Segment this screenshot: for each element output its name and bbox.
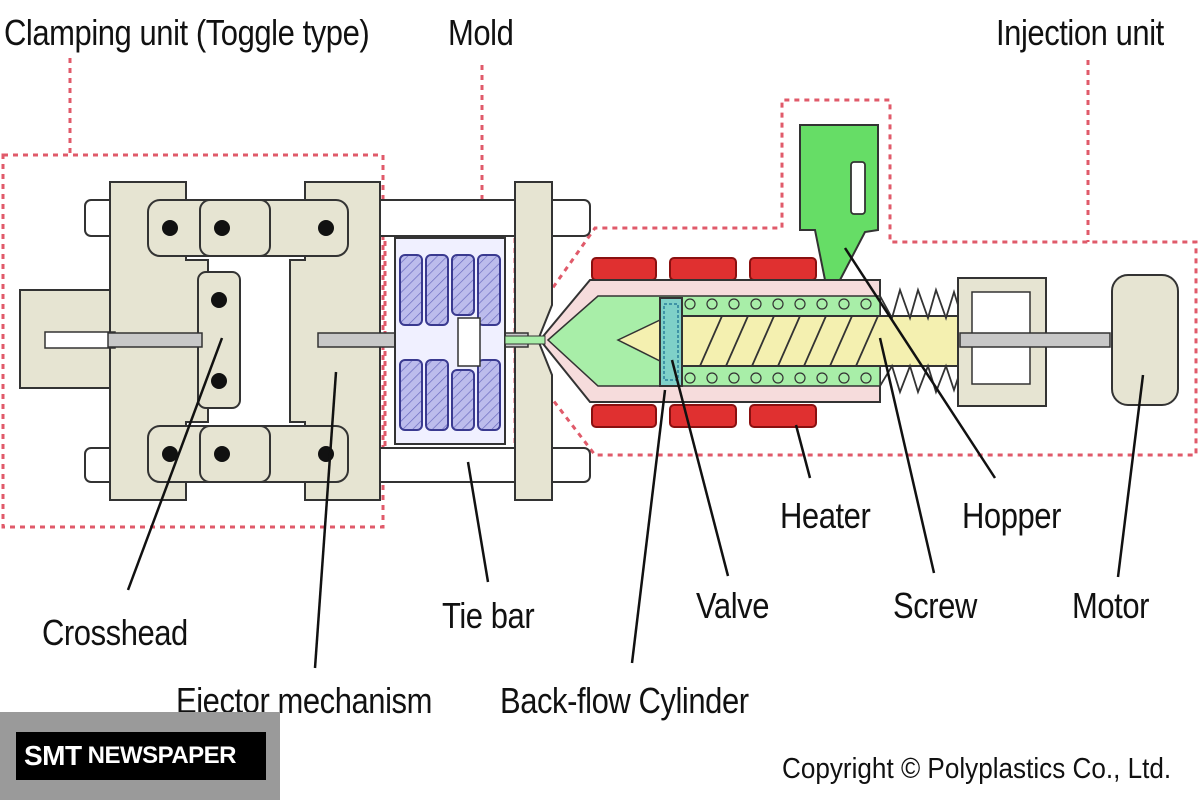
label-valve: Valve bbox=[696, 585, 770, 626]
clamp-rod bbox=[107, 332, 203, 348]
mold-halves bbox=[394, 237, 506, 445]
label-heater: Heater bbox=[780, 495, 871, 536]
hopper-body bbox=[799, 124, 879, 281]
leader-lines bbox=[126, 247, 1145, 669]
label-screw: Screw bbox=[893, 585, 977, 626]
drive-shaft bbox=[959, 332, 1111, 348]
label-tie-bar: Tie bar bbox=[442, 595, 535, 636]
screw-flights bbox=[699, 315, 879, 367]
rear-platen-opening bbox=[44, 331, 116, 349]
label-clamping-unit: Clamping unit (Toggle type) bbox=[4, 12, 370, 53]
watermark-panel: SMT NEWSPAPER bbox=[0, 712, 280, 800]
clamping-unit-boundary bbox=[1, 58, 385, 529]
label-mold: Mold bbox=[448, 12, 514, 53]
toggle-pins bbox=[162, 220, 334, 462]
label-injection-unit: Injection unit bbox=[996, 12, 1164, 53]
check-valve bbox=[659, 297, 683, 387]
motor-body bbox=[1111, 274, 1179, 406]
toggle-links bbox=[147, 199, 349, 483]
label-crosshead: Crosshead bbox=[42, 612, 188, 653]
label-hopper: Hopper bbox=[962, 495, 1061, 536]
heater-bands bbox=[591, 257, 817, 428]
screw-thread-outer bbox=[879, 287, 963, 395]
pellets bbox=[684, 298, 872, 384]
hopper-window bbox=[850, 161, 866, 215]
watermark-suffix: NEWSPAPER bbox=[87, 742, 237, 769]
label-back-flow-cylinder: Back-flow Cylinder bbox=[500, 680, 749, 721]
injection-unit-boundary bbox=[528, 60, 1198, 457]
watermark-brand: SMT bbox=[24, 740, 82, 771]
label-motor: Motor bbox=[1072, 585, 1149, 626]
copyright-notice: Copyright © Polyplastics Co., Ltd. bbox=[782, 753, 1172, 785]
nozzle-channel bbox=[504, 335, 546, 345]
watermark-logo: SMT NEWSPAPER bbox=[16, 732, 266, 780]
